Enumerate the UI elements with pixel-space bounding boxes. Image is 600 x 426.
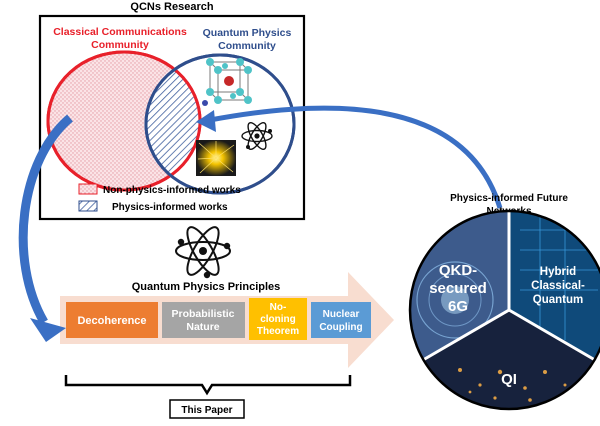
principle-no-cloning-label-3: Theorem (257, 326, 299, 337)
principle-no-cloning-box: No- cloning Theorem (249, 298, 307, 340)
principle-no-cloning-label-1: No- (270, 302, 287, 313)
principle-probabilistic-label-2: Nature (186, 321, 219, 333)
principle-nuclear-coupling-box: Nuclear Coupling (311, 302, 371, 338)
qi-label: QI (501, 371, 517, 388)
atom-icon-large (175, 226, 231, 279)
qcn-research-panel: QCNs Research Classical Communications C… (38, 1, 306, 221)
future-networks-wheel (410, 211, 600, 409)
arrow-classical-to-principles (18, 114, 73, 342)
qkd-label-1: QKD- (439, 262, 477, 279)
principles-title: Quantum Physics Principles (132, 281, 281, 293)
principle-decoherence-label: Decoherence (77, 315, 146, 327)
principle-nuclear-coupling-label-2: Coupling (319, 322, 362, 333)
qkd-label-2: secured (429, 280, 487, 297)
this-paper-bracket (64, 375, 352, 396)
qkd-label-3: 6G (448, 298, 468, 315)
principle-no-cloning-label-2: cloning (260, 314, 296, 325)
principle-decoherence-box: Decoherence (66, 302, 158, 338)
legend-non-physics-label: Non-physics-informed works (103, 185, 241, 196)
legend-physics-swatch (78, 200, 98, 212)
physics-informed-overlap (146, 55, 200, 190)
quantum-community-label-1: Quantum Physics (203, 27, 292, 39)
classical-community-label-2: Community (91, 39, 149, 51)
legend-physics-label: Physics-informed works (112, 202, 228, 213)
principle-nuclear-coupling-label-1: Nuclear (323, 309, 360, 320)
future-networks-wheel-border (408, 209, 600, 411)
hybrid-label-2: Classical- (531, 280, 585, 292)
crystal-lattice-icon (202, 58, 252, 106)
quantum-community-label-2: Community (218, 40, 276, 52)
this-paper-box (169, 399, 245, 419)
arrow-future-to-overlap (196, 105, 503, 209)
hybrid-label-1: Hybrid (540, 266, 576, 278)
particle-collision-image (196, 140, 236, 176)
this-paper-label: This Paper (181, 405, 232, 416)
principle-probabilistic-label-1: Probabilistic (171, 308, 234, 320)
legend-non-physics-swatch (78, 183, 98, 195)
classical-community-label-1: Classical Communications (53, 26, 187, 38)
qcn-research-title: QCNs Research (130, 1, 213, 13)
qi-segment (423, 310, 595, 409)
principle-probabilistic-box: Probabilistic Nature (162, 302, 245, 338)
hybrid-label-3: Quantum (533, 294, 583, 306)
future-networks-title-1: Physics-informed Future (450, 193, 568, 204)
atom-icon-small (241, 122, 273, 150)
